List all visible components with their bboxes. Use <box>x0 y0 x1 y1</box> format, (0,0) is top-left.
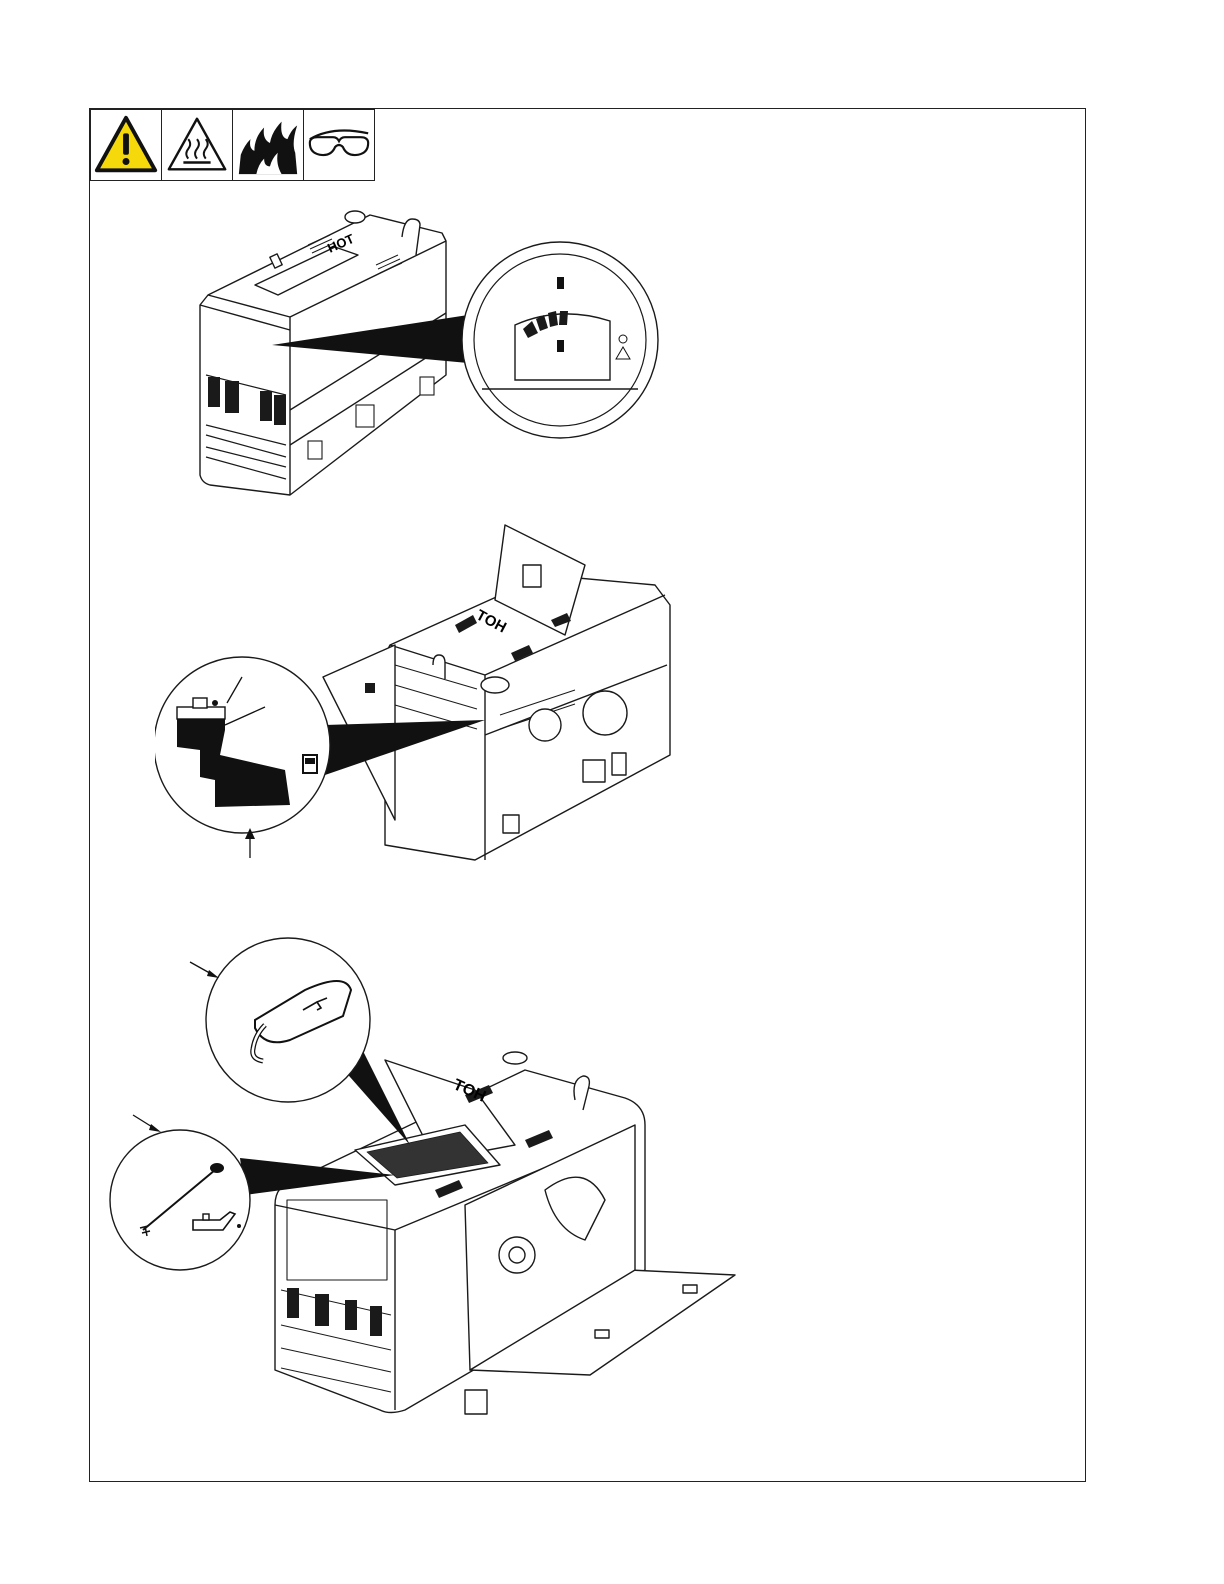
warning-symbol-strip <box>90 109 380 181</box>
hot-surface-icon <box>161 109 233 181</box>
fuel-tank-illustration: HOT <box>155 515 685 890</box>
figure-engine-oil: HOT <box>105 930 745 1465</box>
engine-oil-illustration: HOT <box>105 930 745 1465</box>
figure-fuel-tank: HOT <box>155 515 685 890</box>
figure-fuel-gauge: HOT <box>180 195 680 505</box>
fire-hazard-icon <box>232 109 304 181</box>
fuel-gauge-illustration: HOT <box>180 195 680 505</box>
safety-glasses-icon <box>303 109 375 181</box>
general-warning-icon <box>90 109 162 181</box>
